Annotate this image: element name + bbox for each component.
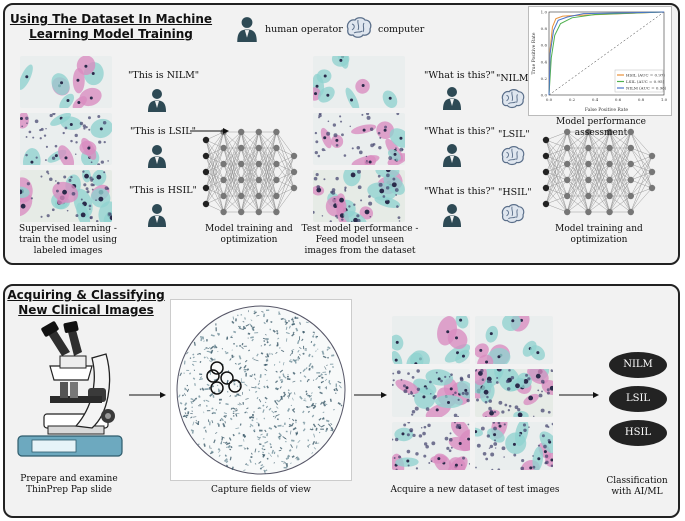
answer-lsil: "LSIL" [498,129,530,140]
svg-text:0.8: 0.8 [638,97,645,102]
label-this-is-hsil: "This is HSIL" [129,185,197,196]
dataset-caption: Acquire a new dataset of test images [390,485,560,495]
answer-hsil: "HSIL" [498,187,532,198]
label-this-is-lsil: "This is LSIL" [130,126,196,137]
svg-text:0.2: 0.2 [569,97,576,102]
roc-curve-plot: 1.0 0.8 0.6 0.4 0.2 0.00.0 0.2 0.4 0.6 0.8 1.0Fals… [531,10,668,114]
slide-field [176,305,346,475]
thinprep-slide [170,299,352,481]
training-title: Using The Dataset In Machine Learning Mo… [9,12,213,41]
dataset-image-4 [475,369,553,417]
acquisition-title: Acquiring & Classifying New Clinical Ima… [7,288,165,317]
human-operator-icon [442,86,462,110]
answer-nilm: "NILM" [496,73,533,84]
computer-brain-icon [499,145,525,167]
test-image-1 [313,56,405,108]
class-pill-nilm: NILM [609,352,667,378]
dataset-image-2 [475,316,553,364]
dataset-image-5 [392,422,470,470]
test-caption: Test model performance -Feed model unsee… [301,224,419,256]
question-2: "What is this?" [424,126,495,137]
microscope-icon [17,321,123,457]
neural-network-evaluation [540,120,658,224]
svg-text:HSIL (AUC = 0.97): HSIL (AUC = 0.97) [626,73,665,78]
svg-text:LSIL (AUC = 0.95): LSIL (AUC = 0.95) [626,79,665,84]
svg-text:True Positive Rate: True Positive Rate [531,32,537,74]
computer-brain-icon [499,203,525,225]
svg-text:0.6: 0.6 [541,43,548,48]
svg-text:0.0: 0.0 [546,97,553,102]
fov-caption: Capture fields of view [211,485,311,495]
human-operator-icon [147,88,167,112]
dataset-image-3 [392,369,470,417]
svg-text:1.0: 1.0 [661,97,668,102]
svg-text:1.0: 1.0 [541,10,548,15]
human-operator-icon [236,16,258,42]
legend-human-label: human operator [265,24,343,35]
label-this-is-nilm: "This is NILM" [128,70,200,81]
svg-text:NILM (AUC = 0.96): NILM (AUC = 0.96) [626,86,667,91]
human-operator-icon [147,203,167,227]
test-image-2 [313,113,405,165]
computer-brain-icon [344,16,372,40]
neural-network-training [200,120,300,224]
svg-text:0.8: 0.8 [541,26,548,31]
computer-brain-icon [499,88,525,110]
training-image-hsil [20,170,112,222]
svg-text:0.0: 0.0 [541,93,548,98]
human-operator-icon [442,143,462,167]
dataset-image-6 [475,422,553,470]
legend-computer-label: computer [378,24,425,35]
human-operator-icon [147,144,167,168]
training-image-lsil [20,113,112,165]
question-1: "What is this?" [424,70,495,81]
training-image-nilm [20,56,112,108]
svg-text:0.4: 0.4 [592,97,599,102]
human-operator-icon [442,203,462,227]
test-image-3 [313,170,405,222]
supervised-caption: Supervised learning -train the model usi… [18,224,118,256]
svg-text:0.4: 0.4 [541,59,548,64]
svg-text:0.2: 0.2 [541,76,548,81]
question-3: "What is this?" [424,186,495,197]
svg-text:False Positive Rate: False Positive Rate [585,107,629,113]
class-pill-hsil: HSIL [609,420,667,446]
dataset-image-1 [392,316,470,364]
svg-text:0.6: 0.6 [615,97,622,102]
class-pill-lsil: LSIL [609,386,667,412]
